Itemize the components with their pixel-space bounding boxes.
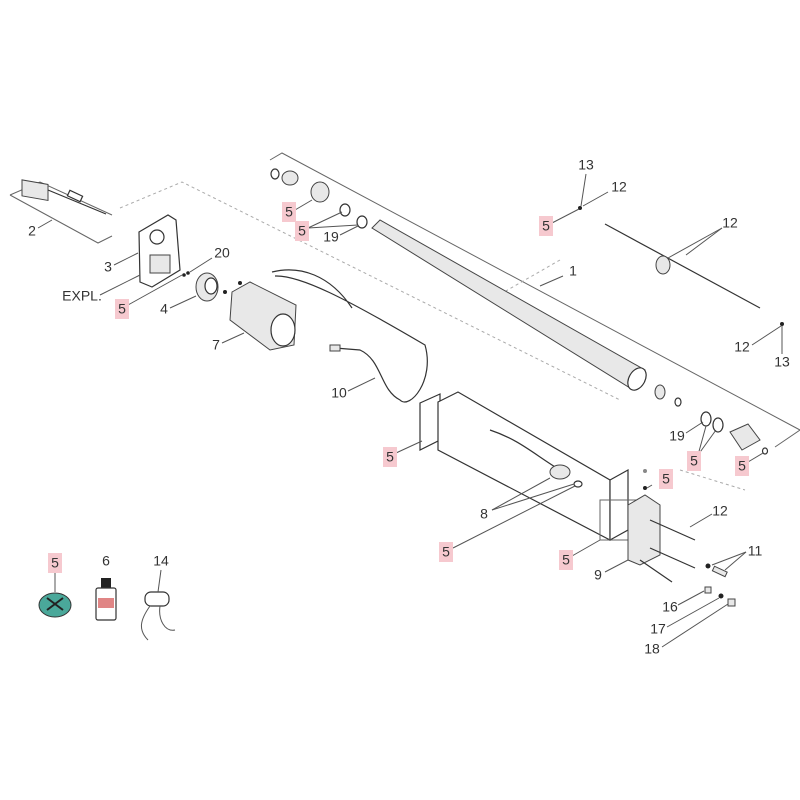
callout-10: 10 bbox=[331, 385, 347, 401]
part-bottle[interactable] bbox=[95, 578, 117, 621]
callout-labels: 2 3 EXPL. 5 20 4 7 10 5 5 19 13 12 5 12 … bbox=[28, 157, 790, 657]
svg-text:8: 8 bbox=[480, 506, 488, 522]
part-sensor[interactable] bbox=[21, 179, 107, 215]
callout-3: 3 bbox=[104, 259, 112, 275]
part-cable[interactable] bbox=[271, 269, 428, 403]
callout-5: 5 bbox=[295, 221, 309, 241]
part-housing[interactable] bbox=[419, 391, 641, 542]
part-main-tube[interactable] bbox=[371, 219, 682, 407]
callout-19: 19 bbox=[323, 229, 339, 245]
part-flange-plate[interactable] bbox=[138, 214, 181, 288]
svg-text:12: 12 bbox=[722, 215, 738, 231]
callout-4: 4 bbox=[160, 301, 168, 317]
svg-text:20: 20 bbox=[214, 245, 230, 261]
callout-expl: EXPL. bbox=[62, 288, 102, 304]
part-kit[interactable] bbox=[38, 592, 72, 618]
svg-text:5: 5 bbox=[51, 555, 59, 571]
svg-text:5: 5 bbox=[662, 471, 670, 487]
callout-5: 5 bbox=[383, 447, 397, 467]
part-screw bbox=[182, 273, 186, 277]
svg-text:EXPL.: EXPL. bbox=[62, 288, 102, 304]
callout-19: 19 bbox=[669, 428, 685, 444]
svg-text:10: 10 bbox=[331, 385, 347, 401]
svg-text:2: 2 bbox=[28, 223, 36, 239]
callout-6: 6 bbox=[102, 553, 110, 569]
part-screw bbox=[186, 271, 190, 275]
svg-text:13: 13 bbox=[774, 354, 790, 370]
callout-5: 5 bbox=[687, 451, 701, 471]
svg-text:5: 5 bbox=[562, 552, 570, 568]
callout-5: 5 bbox=[539, 216, 553, 236]
callout-5: 5 bbox=[115, 299, 129, 319]
svg-text:19: 19 bbox=[669, 428, 685, 444]
svg-text:12: 12 bbox=[611, 179, 627, 195]
callout-16: 16 bbox=[662, 599, 678, 615]
svg-text:12: 12 bbox=[734, 339, 750, 355]
svg-text:13: 13 bbox=[578, 157, 594, 173]
leader-lines bbox=[37, 173, 783, 648]
svg-text:18: 18 bbox=[644, 641, 660, 657]
part-coupling[interactable] bbox=[195, 272, 219, 302]
callout-12: 12 bbox=[712, 503, 728, 519]
svg-text:19: 19 bbox=[323, 229, 339, 245]
svg-text:12: 12 bbox=[712, 503, 728, 519]
part-rod[interactable] bbox=[578, 206, 784, 326]
svg-text:9: 9 bbox=[594, 567, 602, 583]
svg-text:16: 16 bbox=[662, 599, 678, 615]
callout-14: 14 bbox=[153, 553, 169, 569]
callout-5: 5 bbox=[659, 469, 673, 489]
callout-13: 13 bbox=[774, 354, 790, 370]
callout-17: 17 bbox=[650, 621, 666, 637]
callout-1: 1 bbox=[569, 263, 577, 279]
part-fittings[interactable] bbox=[704, 563, 736, 607]
svg-text:4: 4 bbox=[160, 301, 168, 317]
callout-20: 20 bbox=[214, 245, 230, 261]
callout-18: 18 bbox=[644, 641, 660, 657]
svg-text:5: 5 bbox=[442, 544, 450, 560]
svg-text:5: 5 bbox=[690, 453, 698, 469]
part-motor[interactable] bbox=[223, 281, 297, 351]
svg-text:5: 5 bbox=[542, 218, 550, 234]
callout-2: 2 bbox=[28, 223, 36, 239]
callout-13: 13 bbox=[578, 157, 594, 173]
part-seals-left[interactable] bbox=[270, 168, 368, 229]
svg-text:11: 11 bbox=[748, 543, 763, 559]
svg-text:14: 14 bbox=[153, 553, 169, 569]
callout-12: 12 bbox=[611, 179, 627, 195]
callout-8: 8 bbox=[480, 506, 488, 522]
part-seals-right[interactable] bbox=[700, 411, 769, 455]
callout-11: 11 bbox=[748, 543, 763, 559]
svg-text:17: 17 bbox=[650, 621, 666, 637]
svg-text:5: 5 bbox=[298, 223, 306, 239]
callout-5: 5 bbox=[439, 542, 453, 562]
svg-text:7: 7 bbox=[212, 337, 220, 353]
svg-text:6: 6 bbox=[102, 553, 110, 569]
callout-9: 9 bbox=[594, 567, 602, 583]
callout-5: 5 bbox=[48, 553, 62, 573]
callout-7: 7 bbox=[212, 337, 220, 353]
callout-12: 12 bbox=[734, 339, 750, 355]
svg-text:5: 5 bbox=[738, 458, 746, 474]
svg-text:3: 3 bbox=[104, 259, 112, 275]
svg-text:1: 1 bbox=[569, 263, 577, 279]
svg-text:5: 5 bbox=[118, 301, 126, 317]
callout-5: 5 bbox=[559, 550, 573, 570]
svg-text:5: 5 bbox=[285, 204, 293, 220]
svg-text:5: 5 bbox=[386, 449, 394, 465]
callout-12: 12 bbox=[722, 215, 738, 231]
callout-5: 5 bbox=[282, 202, 296, 222]
callout-5: 5 bbox=[735, 456, 749, 476]
part-capacitor[interactable] bbox=[141, 591, 176, 641]
